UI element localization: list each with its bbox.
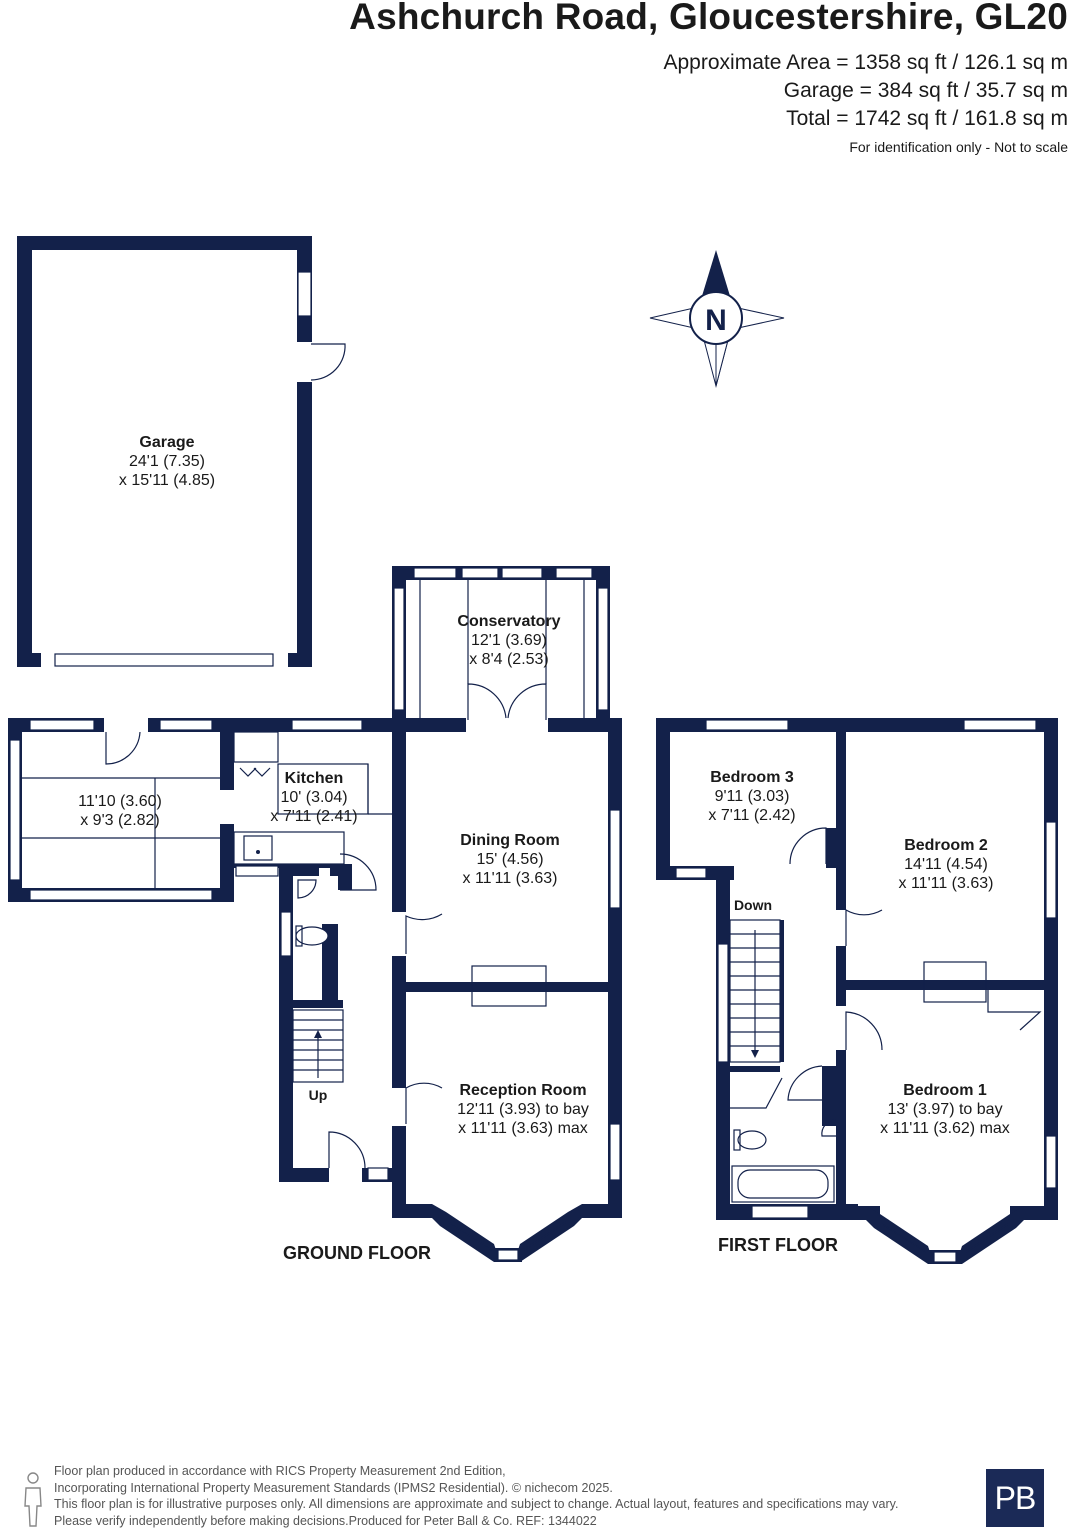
ground-floor-label: GROUND FLOOR: [283, 1243, 431, 1263]
scale-note: For identification only - Not to scale: [849, 139, 1068, 155]
garage-room: [17, 236, 346, 667]
conservatory-label: Conservatory 12'1 (3.69) x 8'4 (2.53): [457, 613, 560, 668]
bedroom3-dim1: 9'11 (3.03): [715, 788, 790, 805]
garage-label: Garage 24'1 (7.35) x 15'11 (4.85): [119, 434, 215, 489]
reception-dim1: 12'11 (3.93) to bay: [457, 1101, 589, 1118]
footer-disclaimer: Floor plan produced in accordance with R…: [54, 1463, 984, 1529]
floor-plan: .w { fill:#13214a; } .thin { stroke:#132…: [8, 236, 1058, 1264]
bedroom3-name: Bedroom 3: [710, 769, 794, 786]
kitchen-dim2: x 7'11 (2.41): [270, 808, 357, 825]
person-icon: [24, 1472, 42, 1527]
ground-floor-walls: [8, 566, 622, 1262]
compass-label: N: [705, 304, 727, 337]
bedroom2-dim2: x 11'11 (3.63): [899, 875, 994, 892]
total-area: Total = 1742 sq ft / 161.8 sq m: [786, 107, 1068, 130]
kitchen-label: Kitchen 10' (3.04) x 7'11 (2.41): [270, 770, 357, 825]
bedroom2-label: Bedroom 2 14'11 (4.54) x 11'11 (3.63): [899, 837, 994, 892]
utility-dim2: x 9'3 (2.82): [80, 812, 160, 829]
kitchen-name: Kitchen: [285, 770, 344, 787]
garage-dim2: x 15'11 (4.85): [119, 472, 215, 489]
footer-line-1: Floor plan produced in accordance with R…: [54, 1464, 506, 1478]
compass-icon: N: [649, 250, 785, 388]
utility-label: 11'10 (3.60) x 9'3 (2.82): [78, 793, 162, 829]
footer-line-2: Incorporating International Property Mea…: [54, 1480, 613, 1495]
bedroom3-label: Bedroom 3 9'11 (3.03) x 7'11 (2.42): [708, 769, 795, 824]
utility-dim1: 11'10 (3.60): [78, 793, 162, 810]
bedroom1-dim2: x 11'11 (3.62) max: [880, 1120, 1010, 1137]
dining-name: Dining Room: [460, 832, 560, 849]
footer-line-4: Please verify independently before makin…: [54, 1513, 597, 1528]
stairs-down-label: Down: [734, 897, 772, 913]
reception-dim2: x 11'11 (3.63) max: [458, 1120, 588, 1137]
kitchen-dim1: 10' (3.04): [280, 789, 347, 806]
bedroom1-dim1: 13' (3.97) to bay: [887, 1101, 1002, 1118]
bedroom1-name: Bedroom 1: [903, 1082, 987, 1099]
footer-line-3: This floor plan is for illustrative purp…: [54, 1497, 899, 1511]
first-floor-walls: [656, 718, 1058, 1264]
property-title: Ashchurch Road, Gloucestershire, GL20: [349, 0, 1068, 37]
dining-dim1: 15' (4.56): [476, 851, 543, 868]
bedroom2-name: Bedroom 2: [904, 837, 988, 854]
bedroom3-dim2: x 7'11 (2.42): [708, 807, 795, 824]
agency-logo: PB: [986, 1469, 1044, 1527]
approximate-area: Approximate Area = 1358 sq ft / 126.1 sq…: [663, 51, 1069, 74]
reception-name: Reception Room: [459, 1082, 586, 1099]
first-floor-label: FIRST FLOOR: [718, 1235, 838, 1255]
garage-dim1: 24'1 (7.35): [129, 453, 205, 470]
dining-label: Dining Room 15' (4.56) x 11'11 (3.63): [460, 832, 560, 887]
dining-dim2: x 11'11 (3.63): [463, 870, 558, 887]
garage-area: Garage = 384 sq ft / 35.7 sq m: [783, 79, 1068, 102]
conservatory-name: Conservatory: [457, 613, 560, 630]
bedroom2-dim1: 14'11 (4.54): [904, 856, 988, 873]
stairs-up-label: Up: [309, 1087, 328, 1103]
conservatory-dim1: 12'1 (3.69): [471, 632, 547, 649]
reception-label: Reception Room 12'11 (3.93) to bay x 11'…: [457, 1082, 589, 1137]
conservatory-dim2: x 8'4 (2.53): [469, 651, 549, 668]
garage-name: Garage: [139, 434, 194, 451]
bedroom1-label: Bedroom 1 13' (3.97) to bay x 11'11 (3.6…: [880, 1082, 1010, 1137]
